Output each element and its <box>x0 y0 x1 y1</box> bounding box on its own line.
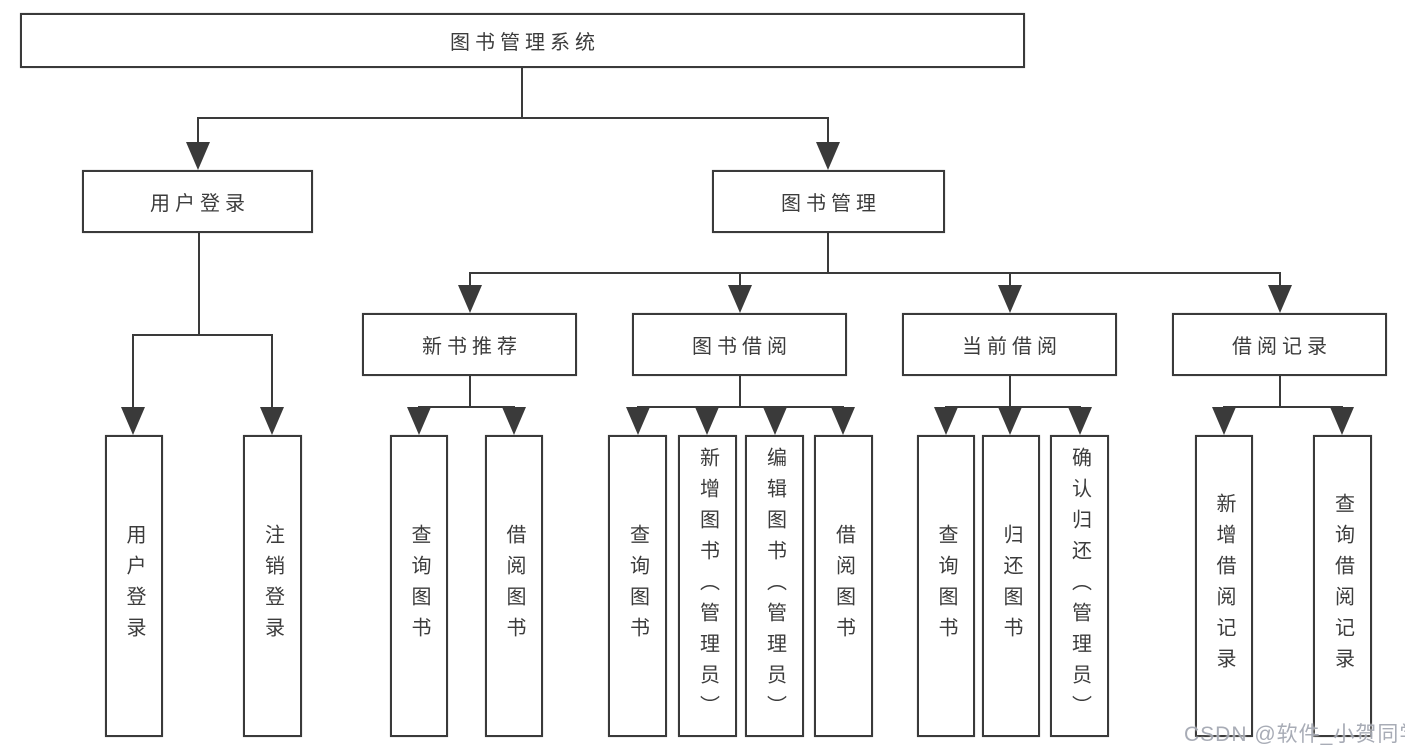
arrowhead-down <box>998 285 1022 313</box>
arrowhead-down <box>816 142 840 170</box>
leaf-label: 新增借阅记录 <box>1213 493 1235 679</box>
arrowhead-down <box>260 407 284 435</box>
connector-line <box>469 272 1281 274</box>
connector-line <box>197 117 829 119</box>
arrowhead-down <box>1330 407 1354 435</box>
leaf-query-borrow-record: 查询借阅记录 <box>1313 435 1372 737</box>
connector-line <box>827 117 829 145</box>
arrowhead-down <box>407 407 431 435</box>
node-borrowing-records: 借阅记录 <box>1172 313 1387 376</box>
node-new-book-recommendation: 新书推荐 <box>362 313 577 376</box>
arrowhead-down <box>1212 407 1236 435</box>
connector-line <box>197 117 199 145</box>
connector-line <box>271 334 273 408</box>
node-current-borrowing: 当前借阅 <box>902 313 1117 376</box>
connector-line <box>521 68 523 118</box>
leaf-label: 编辑图书（管理员） <box>763 446 786 726</box>
leaf-label: 借阅图书 <box>503 524 525 648</box>
leaf-query-books-recommend: 查询图书 <box>390 435 448 737</box>
connector-line <box>132 334 134 408</box>
leaf-label: 归还图书 <box>1000 524 1022 648</box>
leaf-label: 新增图书（管理员） <box>696 446 719 726</box>
connector-line <box>469 376 471 406</box>
leaf-query-books-current: 查询图书 <box>917 435 975 737</box>
leaf-label: 查询图书 <box>408 524 430 648</box>
connector-line <box>637 406 844 408</box>
connector-line <box>1009 272 1011 288</box>
leaf-add-borrow-record: 新增借阅记录 <box>1195 435 1253 737</box>
arrowhead-down <box>763 407 787 435</box>
leaf-borrow-books: 借阅图书 <box>814 435 873 737</box>
connector-line <box>1223 406 1343 408</box>
arrowhead-down <box>626 407 650 435</box>
leaf-label: 查询图书 <box>935 524 957 648</box>
arrowhead-down <box>1068 407 1092 435</box>
leaf-label: 借阅图书 <box>832 524 855 648</box>
leaf-add-book-admin: 新增图书（管理员） <box>678 435 737 737</box>
node-book-borrowing: 图书借阅 <box>632 313 847 376</box>
arrowhead-down <box>728 285 752 313</box>
arrowhead-down <box>695 407 719 435</box>
arrowhead-down <box>121 407 145 435</box>
leaf-return-book: 归还图书 <box>982 435 1040 737</box>
arrowhead-down <box>1268 285 1292 313</box>
connector-line <box>739 272 741 288</box>
arrowhead-down <box>502 407 526 435</box>
connector-line <box>739 376 741 406</box>
connector-line <box>1279 272 1281 288</box>
node-user-login: 用户登录 <box>82 170 313 233</box>
arrowhead-down <box>831 407 855 435</box>
leaf-borrow-books-recommend: 借阅图书 <box>485 435 543 737</box>
arrowhead-down <box>934 407 958 435</box>
leaf-label: 注销登录 <box>261 524 284 648</box>
leaf-label: 查询借阅记录 <box>1331 493 1354 679</box>
arrowhead-down <box>998 407 1022 435</box>
leaf-label: 确认归还（管理员） <box>1068 446 1091 726</box>
leaf-label: 查询图书 <box>626 524 649 648</box>
connector-line <box>469 272 471 288</box>
leaf-query-books-borrow: 查询图书 <box>608 435 667 737</box>
leaf-label: 用户登录 <box>123 524 145 648</box>
leaf-confirm-return-admin: 确认归还（管理员） <box>1050 435 1109 737</box>
connector-line <box>1009 376 1011 406</box>
connector-line <box>198 233 200 334</box>
connector-line <box>1279 376 1281 406</box>
connector-line <box>418 406 515 408</box>
node-book-management: 图书管理 <box>712 170 945 233</box>
leaf-logout: 注销登录 <box>243 435 302 737</box>
arrowhead-down <box>458 285 482 313</box>
node-library-management-system: 图书管理系统 <box>20 13 1025 68</box>
connector-line <box>132 334 273 336</box>
csdn-watermark: CSDN @软件_小贺同学 <box>1184 723 1405 746</box>
arrowhead-down <box>186 142 210 170</box>
leaf-user-login: 用户登录 <box>105 435 163 737</box>
leaf-edit-book-admin: 编辑图书（管理员） <box>745 435 804 737</box>
connector-line <box>827 233 829 272</box>
